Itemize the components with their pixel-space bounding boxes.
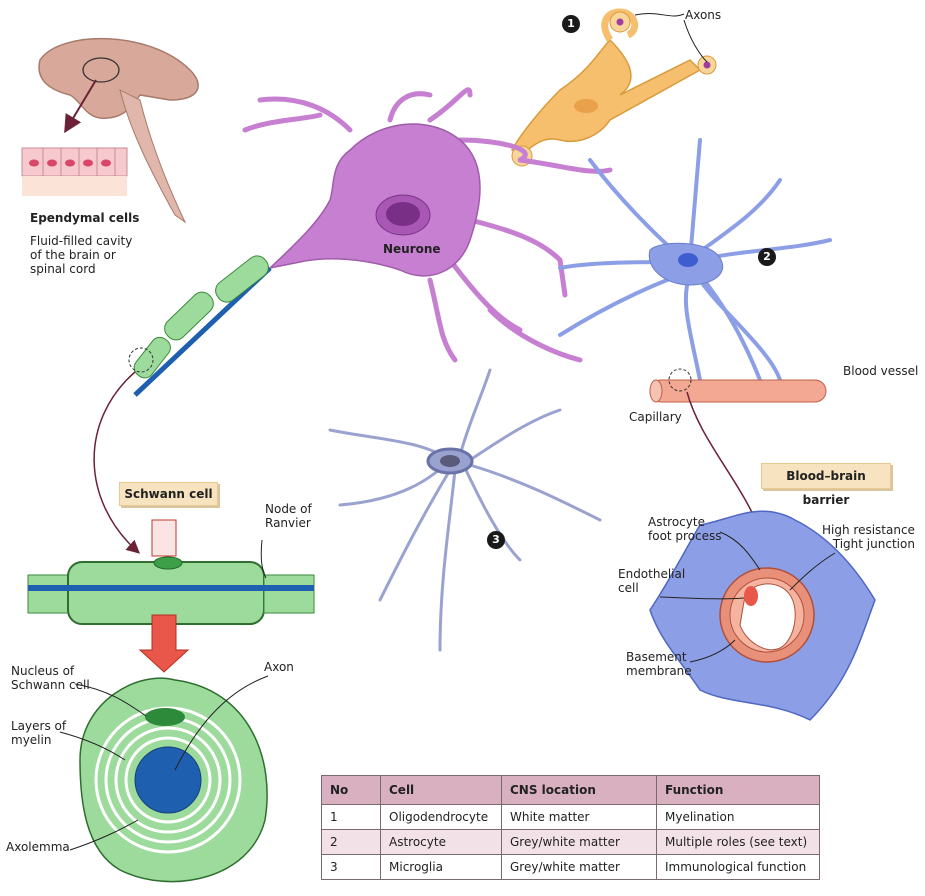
table-cell: White matter [501, 804, 657, 830]
glial-cell-table: No Cell CNS location Function 1 Oligoden… [321, 775, 820, 880]
brain-sketch [38, 37, 199, 224]
capillary-label: Capillary [629, 410, 682, 424]
astrocyte-foot-process-label: Astrocyte foot process [648, 515, 722, 543]
table-cell: Myelination [656, 804, 820, 830]
neurone [242, 87, 613, 363]
axons-label: Axons [685, 8, 722, 22]
table-cell: Microglia [380, 854, 502, 880]
table-row: 1 Oligodendrocyte White matter Myelinati… [321, 804, 820, 830]
table-cell: 2 [321, 829, 381, 855]
column-header-cell: Cell [380, 775, 502, 805]
marker-1: 1 [562, 15, 580, 33]
axon-label: Axon [264, 660, 294, 674]
astrocyte [558, 138, 832, 533]
nucleus-of-schwann-label: Nucleus of Schwann cell [11, 664, 90, 692]
microglia [328, 368, 602, 652]
schwann-cell-longitudinal [27, 519, 315, 673]
myelin-cross-section [59, 675, 269, 883]
marker-3: 3 [487, 531, 505, 549]
ependymal-cell-layer [21, 147, 128, 196]
table-cell: Oligodendrocyte [380, 804, 502, 830]
table-cell: 1 [321, 804, 381, 830]
table-row: 2 Astrocyte Grey/white matter Multiple r… [321, 829, 820, 855]
table-row: 3 Microglia Grey/white matter Immunologi… [321, 854, 820, 880]
table-cell: Grey/white matter [501, 829, 657, 855]
node-of-ranvier-label: Node of Ranvier [265, 502, 312, 530]
column-header-function: Function [656, 775, 820, 805]
column-header-no: No [321, 775, 381, 805]
myelinated-axon-segment [93, 255, 272, 554]
blood-brain-barrier [649, 510, 876, 721]
blood-brain-barrier-tag: Blood–brain barrier [761, 463, 891, 507]
ependymal-cells-label: Ependymal cells [30, 211, 140, 225]
layers-of-myelin-label: Layers of myelin [11, 719, 67, 747]
neurone-label: Neurone [383, 242, 441, 256]
schwann-cell-tag: Schwann cell [119, 482, 218, 506]
blood-vessel-label: Blood vessel [843, 364, 919, 378]
table-cell: 3 [321, 854, 381, 880]
axolemma-label: Axolemma [6, 840, 70, 854]
table-cell: Astrocyte [380, 829, 502, 855]
table-cell: Immunological function [656, 854, 820, 880]
basement-membrane-label: Basement membrane [626, 650, 692, 678]
table-cell: Grey/white matter [501, 854, 657, 880]
table-header-row: No Cell CNS location Function [321, 775, 820, 805]
column-header-location: CNS location [501, 775, 657, 805]
table-cell: Multiple roles (see text) [656, 829, 820, 855]
ependymal-description: Fluid-filled cavity of the brain or spin… [30, 234, 133, 276]
tight-junction-label: High resistance Tight junction [822, 523, 915, 551]
endothelial-cell-label: Endothelial cell [618, 567, 686, 595]
marker-2: 2 [758, 248, 776, 266]
oligodendrocyte [511, 8, 717, 167]
